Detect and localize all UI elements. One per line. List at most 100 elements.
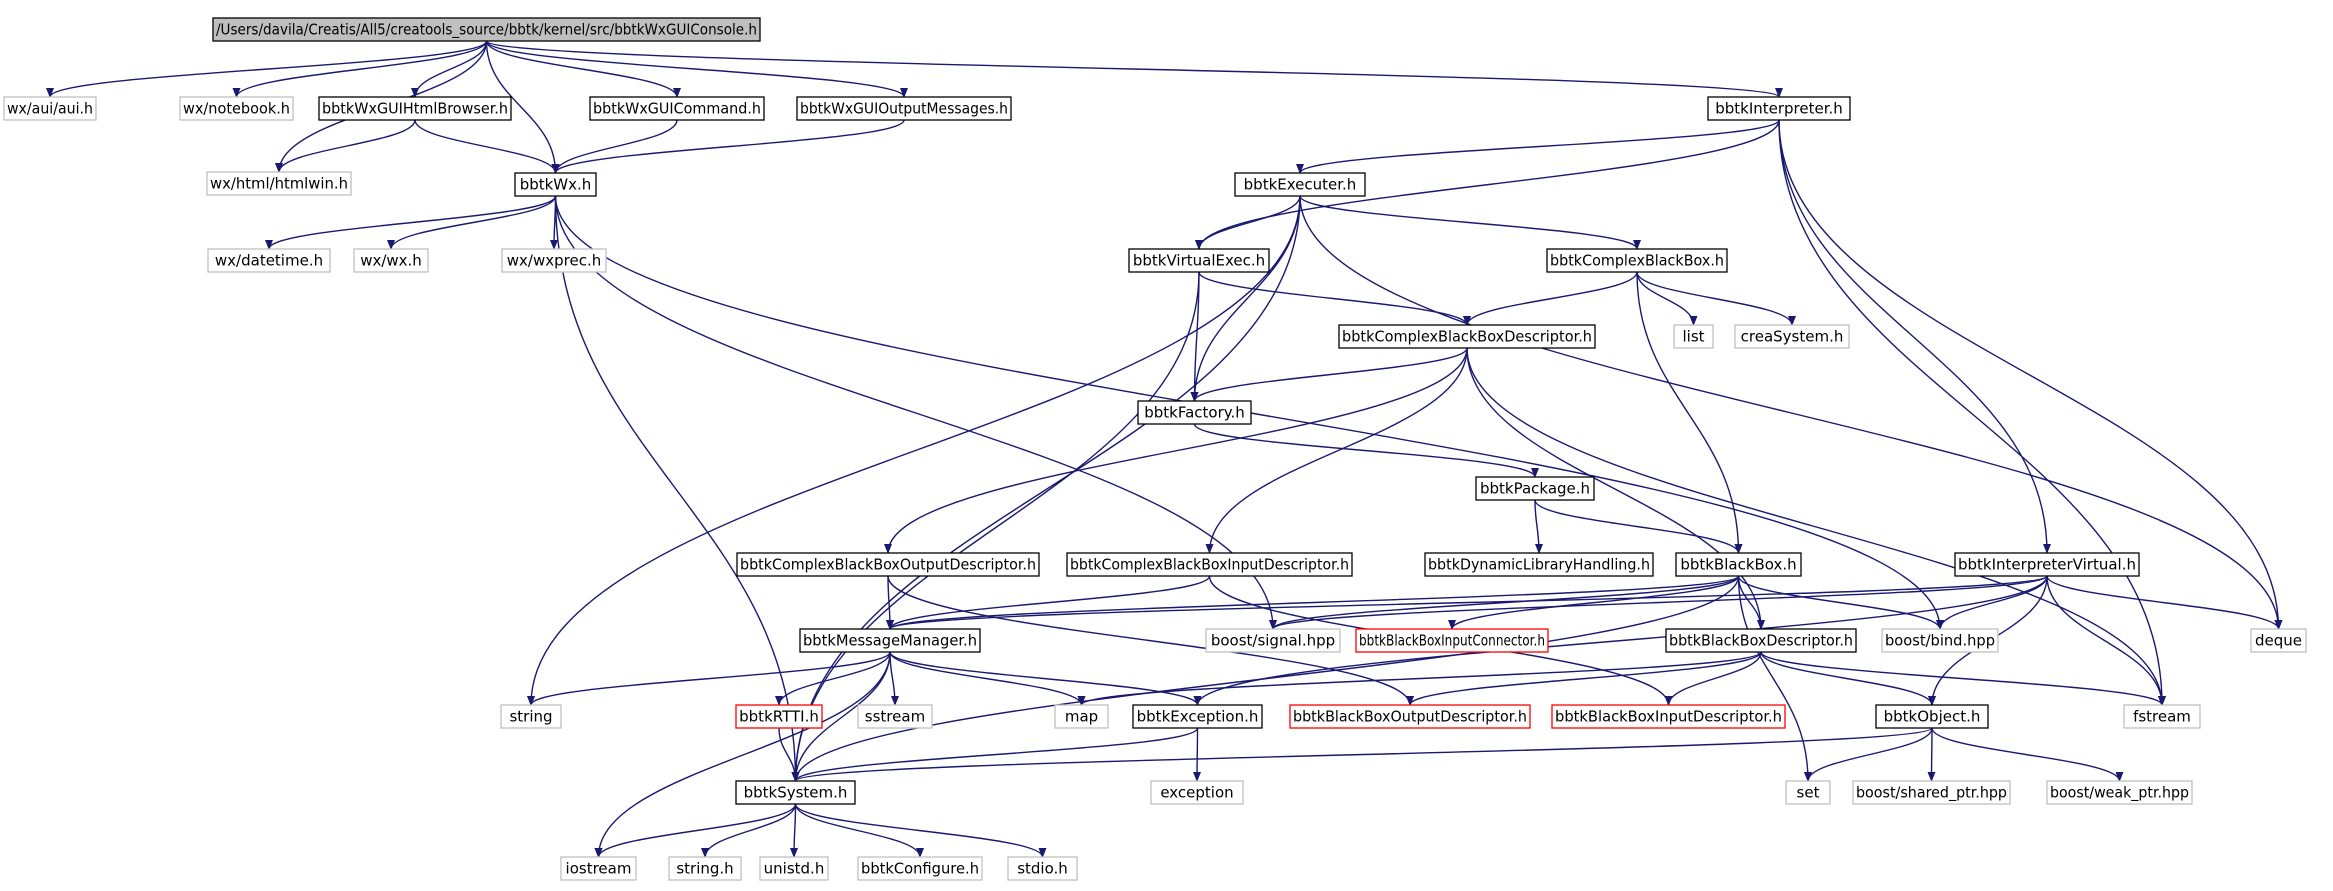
node-map[interactable]: map bbox=[1054, 704, 1109, 729]
node-wx_datetime[interactable]: wx/datetime.h bbox=[207, 248, 331, 273]
edge-virtualexec-to-complexbbdesc bbox=[1198, 271, 1471, 326]
edge-factory-to-package bbox=[1193, 423, 1539, 478]
node-box bbox=[1205, 628, 1341, 653]
node-wx_htmlwin[interactable]: wx/html/htmlwin.h bbox=[206, 171, 352, 196]
edge-object-to-system bbox=[791, 727, 1933, 782]
edge-cbbindesc-to-msgmanager bbox=[886, 575, 1211, 630]
node-label: string.h bbox=[676, 860, 733, 878]
node-bbindesc[interactable]: bbtkBlackBoxInputDescriptor.h bbox=[1551, 704, 1786, 729]
node-exception_h[interactable]: bbtkException.h bbox=[1132, 704, 1263, 729]
node-box bbox=[1234, 172, 1366, 197]
edge-msgmanager-to-sstream bbox=[889, 651, 899, 706]
node-label: bbtkSystem.h bbox=[744, 784, 848, 802]
node-root[interactable]: /Users/davila/Creatis/All5/creatools_sou… bbox=[212, 17, 761, 42]
node-factory[interactable]: bbtkFactory.h bbox=[1137, 400, 1252, 425]
edge-interpvirtual-to-deque bbox=[2046, 575, 2283, 630]
node-label: wx/notebook.h bbox=[183, 100, 290, 118]
edge-system-to-unistd bbox=[790, 803, 799, 858]
node-boost_signal[interactable]: boost/signal.hpp bbox=[1205, 628, 1341, 653]
node-label: bbtkWxGUICommand.h bbox=[593, 100, 761, 118]
edge-blackbox-to-boost_bind bbox=[1737, 575, 1944, 630]
node-box bbox=[1150, 780, 1244, 805]
node-stdio[interactable]: stdio.h bbox=[1007, 856, 1078, 881]
node-label: bbtkWxGUIOutputMessages.h bbox=[800, 100, 1008, 118]
node-label: bbtkVirtualExec.h bbox=[1133, 252, 1265, 270]
edge-complexbbdesc-to-bbdesc bbox=[1466, 347, 1765, 630]
node-executer[interactable]: bbtkExecuter.h bbox=[1234, 172, 1366, 197]
edge-complexbb-to-complexbbdesc bbox=[1463, 271, 1638, 326]
edge-root-to-htmlbrowser bbox=[411, 40, 488, 98]
node-virtualexec[interactable]: bbtkVirtualExec.h bbox=[1128, 248, 1270, 273]
node-label: creaSystem.h bbox=[1741, 328, 1844, 346]
node-system[interactable]: bbtkSystem.h bbox=[735, 780, 856, 805]
node-wx_aui[interactable]: wx/aui/aui.h bbox=[3, 96, 97, 121]
edge-interpvirtual-to-msgmanager bbox=[886, 575, 2048, 630]
edge-root-to-bbtkwx bbox=[485, 40, 560, 174]
node-weak_ptr[interactable]: boost/weak_ptr.hpp bbox=[2046, 780, 2193, 805]
node-label: deque bbox=[2255, 632, 2302, 650]
node-box bbox=[514, 172, 597, 197]
node-box bbox=[1954, 552, 2140, 577]
node-list[interactable]: list bbox=[1673, 324, 1714, 349]
node-object[interactable]: bbtkObject.h bbox=[1875, 704, 1989, 729]
node-complexbbdesc[interactable]: bbtkComplexBlackBoxDescriptor.h bbox=[1338, 324, 1596, 349]
node-htmlbrowser[interactable]: bbtkWxGUIHtmlBrowser.h bbox=[318, 96, 512, 121]
node-wx_wxprec[interactable]: wx/wxprec.h bbox=[501, 248, 607, 273]
node-shared_ptr[interactable]: boost/shared_ptr.hpp bbox=[1852, 780, 2011, 805]
node-rtti[interactable]: bbtkRTTI.h bbox=[735, 704, 823, 729]
node-deque[interactable]: deque bbox=[2250, 628, 2307, 653]
edge-exception_h-to-system bbox=[791, 727, 1199, 782]
edge-bbtkwx-to-wx_datetime bbox=[265, 195, 557, 250]
edge-cbboutdesc-to-bboutdesc bbox=[887, 575, 1414, 706]
node-box bbox=[1707, 96, 1851, 121]
node-fstream[interactable]: fstream bbox=[2123, 704, 2201, 729]
node-interpreter[interactable]: bbtkInterpreter.h bbox=[1707, 96, 1851, 121]
node-package[interactable]: bbtkPackage.h bbox=[1475, 476, 1595, 501]
node-blackbox[interactable]: bbtkBlackBox.h bbox=[1675, 552, 1802, 577]
node-string_h[interactable]: string.h bbox=[668, 856, 742, 881]
edge-package-to-blackbox bbox=[1534, 499, 1743, 554]
node-label: wx/aui/aui.h bbox=[7, 100, 93, 118]
edge-complexbb-to-blackbox bbox=[1636, 271, 1743, 554]
node-box bbox=[2250, 628, 2307, 653]
node-configure[interactable]: bbtkConfigure.h bbox=[857, 856, 983, 881]
node-box bbox=[735, 704, 823, 729]
node-string[interactable]: string bbox=[500, 704, 562, 729]
node-boost_bind[interactable]: boost/bind.hpp bbox=[1881, 628, 1999, 653]
node-label: bbtkInterpreterVirtual.h bbox=[1958, 556, 2136, 574]
node-box bbox=[179, 96, 294, 121]
edge-system-to-iostream bbox=[594, 803, 797, 858]
node-box bbox=[1875, 704, 1989, 729]
node-label: fstream bbox=[2133, 708, 2191, 726]
node-label: boost/signal.hpp bbox=[1211, 632, 1335, 650]
node-guicommand[interactable]: bbtkWxGUICommand.h bbox=[589, 96, 765, 121]
node-bbdesc[interactable]: bbtkBlackBoxDescriptor.h bbox=[1665, 628, 1857, 653]
node-bboutdesc[interactable]: bbtkBlackBoxOutputDescriptor.h bbox=[1289, 704, 1531, 729]
node-label: bbtkWxGUIHtmlBrowser.h bbox=[322, 100, 508, 118]
node-cbboutdesc[interactable]: bbtkComplexBlackBoxOutputDescriptor.h bbox=[736, 552, 1040, 577]
node-complexbb[interactable]: bbtkComplexBlackBox.h bbox=[1546, 248, 1728, 273]
node-msgmanager[interactable]: bbtkMessageManager.h bbox=[799, 628, 981, 653]
node-set[interactable]: set bbox=[1785, 780, 1831, 805]
node-wx_wx[interactable]: wx/wx.h bbox=[353, 248, 429, 273]
node-bbtkwx[interactable]: bbtkWx.h bbox=[514, 172, 597, 197]
node-label: bbtkPackage.h bbox=[1480, 480, 1590, 498]
node-interpvirtual[interactable]: bbtkInterpreterVirtual.h bbox=[1954, 552, 2140, 577]
node-exception[interactable]: exception bbox=[1150, 780, 1244, 805]
node-guioutput[interactable]: bbtkWxGUIOutputMessages.h bbox=[796, 96, 1012, 121]
edge-interpreter-to-deque bbox=[1778, 119, 2283, 630]
node-wx_notebook[interactable]: wx/notebook.h bbox=[179, 96, 294, 121]
node-box bbox=[1137, 400, 1252, 425]
edge-virtualexec-to-system bbox=[791, 271, 1200, 782]
node-iostream[interactable]: iostream bbox=[560, 856, 637, 881]
node-creasystem[interactable]: creaSystem.h bbox=[1734, 324, 1850, 349]
node-sstream[interactable]: sstream bbox=[857, 704, 933, 729]
node-label: wx/wx.h bbox=[360, 252, 422, 270]
node-cbbindesc[interactable]: bbtkComplexBlackBoxInputDescriptor.h bbox=[1066, 552, 1353, 577]
node-dynlib[interactable]: bbtkDynamicLibraryHandling.h bbox=[1424, 552, 1654, 577]
node-unistd[interactable]: unistd.h bbox=[759, 856, 829, 881]
node-box bbox=[1675, 552, 1802, 577]
node-bbinconnector[interactable]: bbtkBlackBoxInputConnector.h bbox=[1355, 628, 1549, 653]
node-box bbox=[1551, 704, 1786, 729]
